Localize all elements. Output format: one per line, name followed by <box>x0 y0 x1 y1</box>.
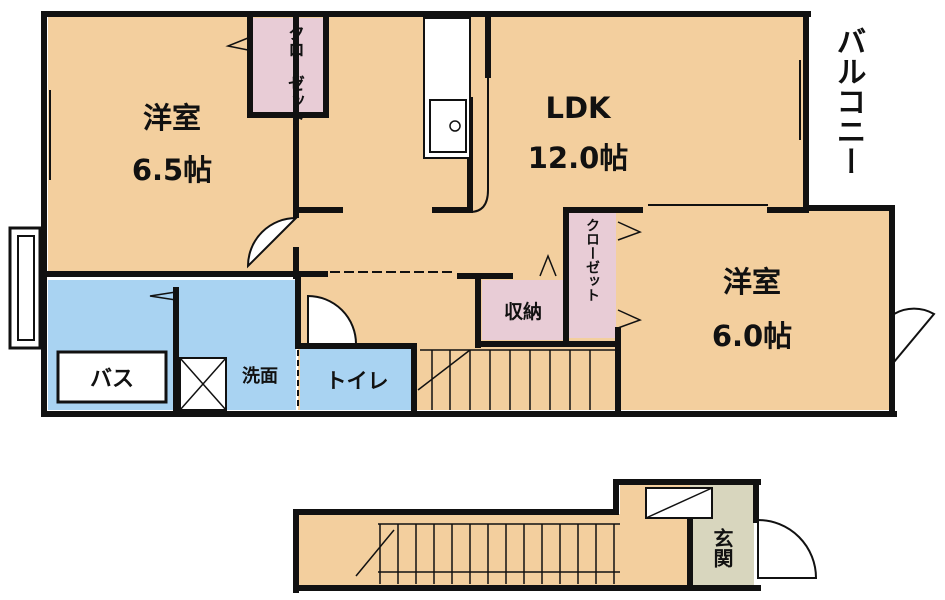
closet-right-door-mark-2 <box>617 309 642 329</box>
left-window-inner <box>17 235 35 341</box>
bath-door-mark <box>149 291 177 301</box>
closet-right-door-mark <box>617 221 642 241</box>
left-window <box>8 226 42 350</box>
storage-fill <box>482 280 566 340</box>
western-room-left-size: 6.5帖 <box>132 153 212 187</box>
lower-floor-hall <box>298 514 690 586</box>
closet-left-door-mark <box>225 37 249 51</box>
closet-left-label: クローゼット <box>284 24 305 126</box>
toilet-floor <box>300 348 412 410</box>
ldk-name: LDK <box>545 91 612 125</box>
closet-left-fill <box>252 18 326 112</box>
bath-label: バス <box>90 367 134 392</box>
washroom-label: 洗面 <box>242 365 278 387</box>
storage-label: 収納 <box>504 300 542 323</box>
bathtub <box>56 350 168 404</box>
door-swing-left-room <box>246 216 299 269</box>
sink-drain-icon <box>449 120 461 132</box>
entrance-label: 玄関 <box>710 527 734 569</box>
ldk-size: 12.0帖 <box>528 141 629 175</box>
western-room-right-size: 6.0帖 <box>712 319 792 353</box>
door-swing-right-room <box>893 307 936 365</box>
balcony-fill <box>808 16 888 206</box>
upper-stairs <box>417 349 618 410</box>
upper-walls <box>41 11 897 417</box>
lower-walls <box>293 479 761 593</box>
western-room-left-name: 洋室 <box>143 101 201 135</box>
ldk-counter-curve <box>469 75 489 213</box>
washer-x-2 <box>179 357 227 411</box>
balcony-label: バルコニー <box>831 26 866 176</box>
western-room-right-floor <box>620 210 890 410</box>
lower-stairs <box>355 523 620 584</box>
closet-right-fill <box>568 212 616 338</box>
closet-right-label: クローゼット <box>584 218 600 302</box>
toilet-label: トイレ <box>326 369 389 393</box>
shoe-cabinet-diag <box>645 487 713 519</box>
storage-door-mark <box>539 253 557 277</box>
door-swing-toilet <box>307 294 358 345</box>
western-room-right-name: 洋室 <box>723 265 781 299</box>
entrance-door-swing <box>757 518 818 579</box>
